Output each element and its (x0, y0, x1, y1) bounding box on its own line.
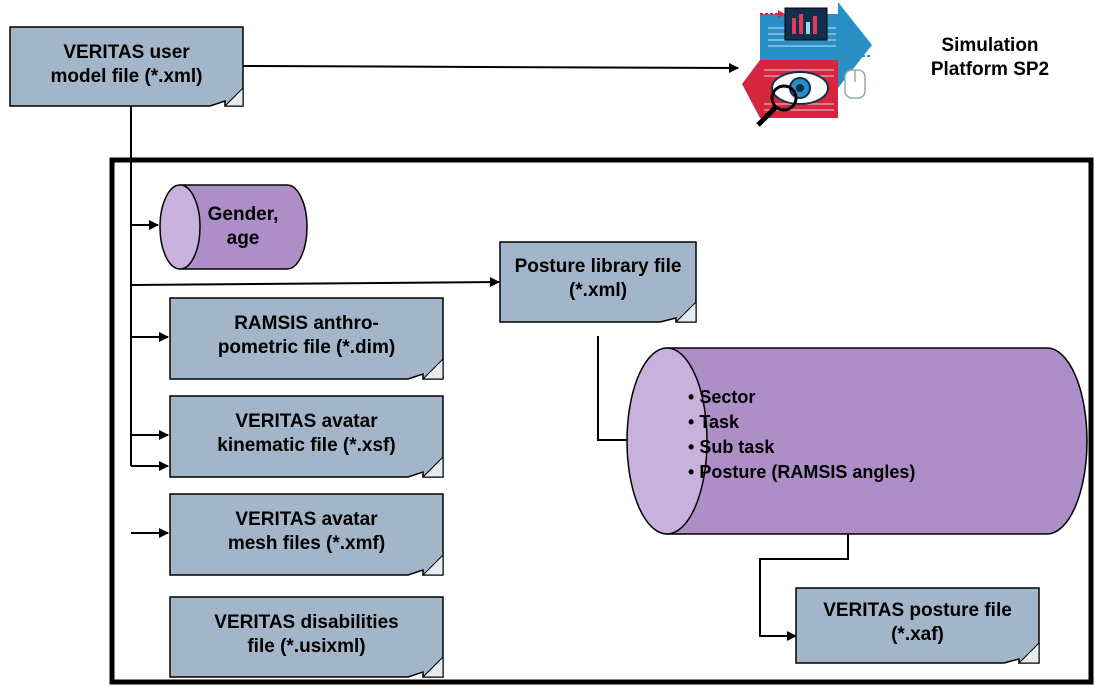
simulation-platform-line1: Simulation (941, 35, 1039, 56)
ramsis-doc-fold (421, 357, 444, 380)
posture-db-item: • Posture (RAMSIS angles) (688, 462, 916, 482)
kinematic-label: VERITAS avatar kinematic file (*.xsf) (170, 399, 443, 469)
disabilities-label: VERITAS disabilities file (*.usixml) (170, 600, 443, 670)
posture-library-line2: (*.xml) (568, 280, 628, 301)
mesh-line1: VERITAS avatar (235, 509, 378, 530)
posture-db-item: • Sub task (688, 437, 775, 457)
disabilities-line2: file (*.usixml) (247, 636, 366, 657)
posture-file-doc (795, 587, 1040, 664)
mesh-line2: mesh files (*.xmf) (227, 533, 386, 554)
disabilities-doc-fold (421, 655, 444, 678)
ramsis-line2: pometric file (*.dim) (217, 337, 396, 358)
ramsis-doc (169, 297, 444, 380)
user-model-doc-fold (223, 86, 244, 107)
gender-age-cylinder (159, 184, 308, 270)
user-model-line1: VERITAS user (63, 42, 190, 63)
simulation-platform-line2: Platform SP2 (930, 59, 1050, 80)
mesh-label: VERITAS avatar mesh files (*.xmf) (170, 497, 443, 567)
posture-library-label: Posture library file (*.xml) (500, 245, 696, 313)
posture-file-label: VERITAS posture file (*.xaf) (796, 590, 1039, 656)
posture-db-list: • Sector • Task • Sub task • Posture (RA… (688, 385, 1028, 485)
kinematic-line2: kinematic file (*.xsf) (217, 435, 396, 456)
posture-database-cylinder (626, 347, 1088, 535)
user-model-label: VERITAS user model file (*.xml) (10, 30, 243, 100)
posture-db-item-subtask: Sub task (699, 437, 775, 457)
gender-age-line1: Gender, (207, 204, 279, 225)
posture-db-item-posture: Posture (RAMSIS angles) (699, 462, 916, 482)
user-model-line2: model file (*.xml) (50, 66, 203, 87)
connectors (130, 62, 849, 641)
posture-file-line2: (*.xaf) (891, 624, 944, 645)
ramsis-line1: RAMSIS anthro- (234, 313, 379, 334)
posture-db-item: • Sector (688, 387, 756, 407)
posture-library-doc (499, 241, 697, 323)
posture-file-doc-fold (1017, 641, 1040, 664)
gender-age-label: Gender, age (198, 198, 288, 256)
posture-library-line1: Posture library file (514, 256, 682, 277)
mesh-doc (169, 493, 444, 576)
posture-library-doc-fold (674, 300, 697, 323)
user-model-doc (9, 26, 244, 107)
posture-db-item: • Task (688, 412, 740, 432)
posture-file-line1: VERITAS posture file (823, 600, 1012, 621)
gender-age-line2: age (226, 228, 260, 249)
ramsis-label: RAMSIS anthro-pometric file (*.dim) (170, 301, 443, 371)
mesh-doc-fold (421, 553, 444, 576)
disabilities-doc (169, 596, 444, 678)
kinematic-doc-fold (421, 455, 444, 478)
container-frame (109, 157, 1094, 685)
kinematic-line1: VERITAS avatar (235, 411, 378, 432)
disabilities-line1: VERITAS disabilities (214, 612, 399, 633)
posture-db-item-task: Task (699, 412, 740, 432)
posture-db-item-sector: Sector (699, 387, 756, 407)
simulation-platform-logo (742, 2, 872, 127)
kinematic-doc (169, 395, 444, 478)
